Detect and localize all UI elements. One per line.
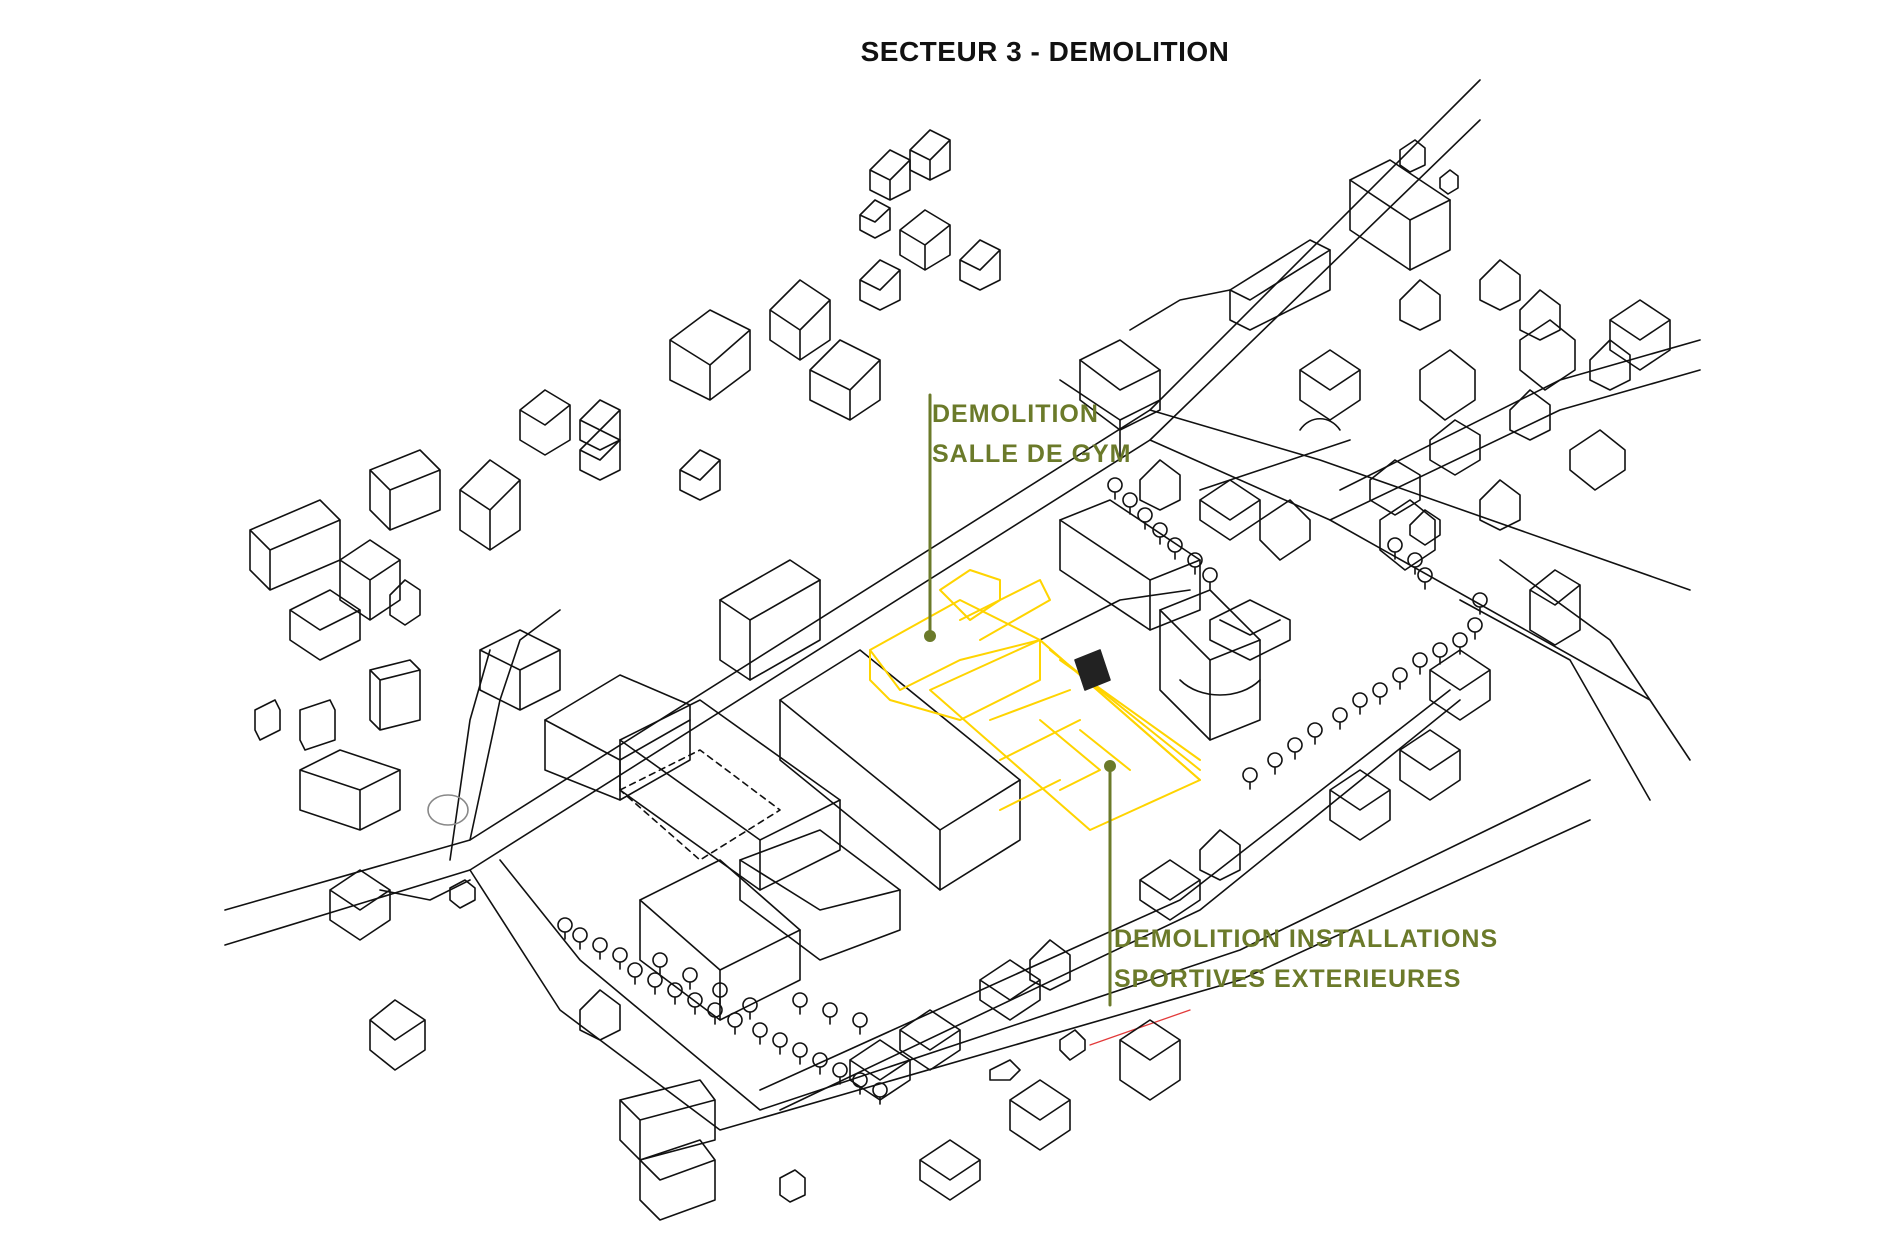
- houses: [249, 129, 1671, 1221]
- tree: [557, 917, 573, 933]
- buildings-large: [544, 159, 1451, 1021]
- tree: [792, 992, 808, 1008]
- tree: [627, 962, 643, 978]
- tree: [1452, 632, 1468, 648]
- road-network: [224, 79, 1701, 1131]
- tree: [872, 1082, 888, 1098]
- tree: [1307, 722, 1323, 738]
- tree: [612, 947, 628, 963]
- tree: [682, 967, 698, 983]
- tree: [1392, 667, 1408, 683]
- tree: [1242, 767, 1258, 783]
- tree: [1332, 707, 1348, 723]
- roundabout: [427, 794, 469, 826]
- tree: [1107, 477, 1123, 493]
- tree: [852, 1012, 868, 1028]
- demolition-zone: [869, 569, 1201, 831]
- bleachers: [1074, 649, 1111, 691]
- tree: [1372, 682, 1388, 698]
- annotation-leaders: [928, 393, 1112, 1007]
- sports-marker-dot: [1104, 760, 1116, 772]
- tree: [647, 972, 663, 988]
- tree: [572, 927, 588, 943]
- tree: [1467, 617, 1483, 633]
- tree: [752, 1022, 768, 1038]
- annotation-sports-line1: DEMOLITION INSTALLATIONS: [1114, 925, 1499, 953]
- tree: [592, 937, 608, 953]
- tree: [1122, 492, 1138, 508]
- tree: [687, 992, 703, 1008]
- tree: [792, 1042, 808, 1058]
- tree: [832, 1062, 848, 1078]
- trees: [557, 477, 1488, 1105]
- tree: [1352, 692, 1368, 708]
- tree: [852, 1072, 868, 1088]
- tree: [1267, 752, 1283, 768]
- tree: [1202, 567, 1218, 583]
- tree: [1137, 507, 1153, 523]
- tree: [772, 1032, 788, 1048]
- tree: [822, 1002, 838, 1018]
- tree: [727, 1012, 743, 1028]
- tree: [1432, 642, 1448, 658]
- tree: [1167, 537, 1183, 553]
- tree: [1387, 537, 1403, 553]
- annotation-sports-line2: SPORTIVES EXTERIEURES: [1114, 965, 1462, 993]
- annotation-gym-line1: DEMOLITION: [932, 400, 1099, 428]
- tree: [1417, 567, 1433, 583]
- diagram-title: SECTEUR 3 - DEMOLITION: [860, 36, 1230, 67]
- tree: [1412, 652, 1428, 668]
- tree: [652, 952, 668, 968]
- annotation-gym-line2: SALLE DE GYM: [932, 440, 1132, 468]
- gym-marker-dot: [924, 630, 936, 642]
- tree: [1287, 737, 1303, 753]
